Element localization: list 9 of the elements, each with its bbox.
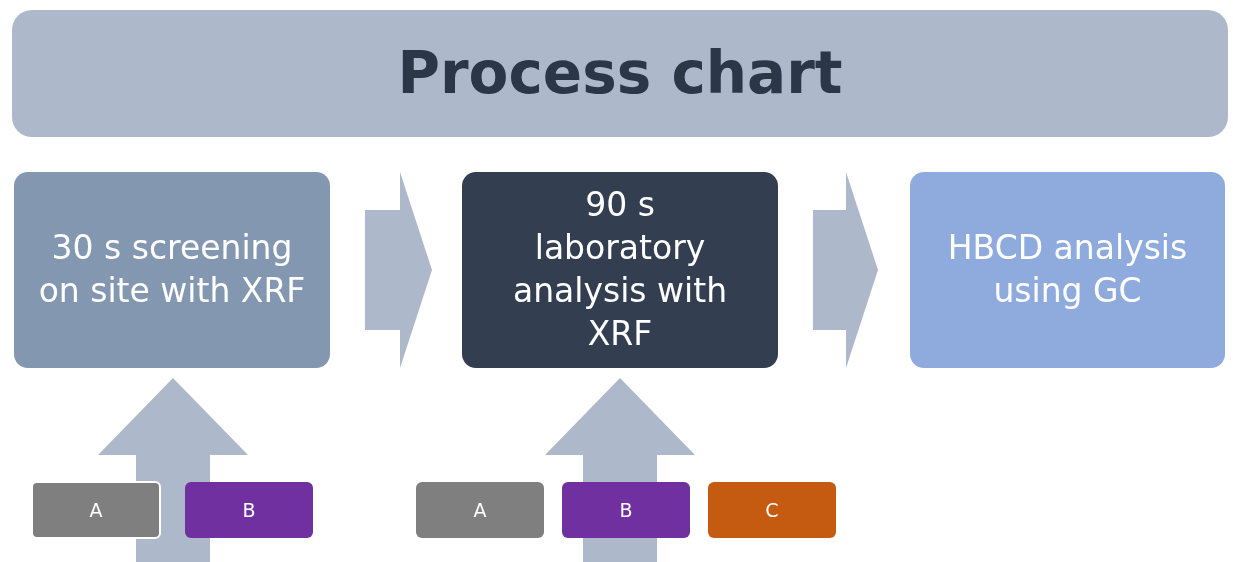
process-box: 30 s screening on site with XRF [14,172,330,368]
process-box: HBCD analysis using GC [910,172,1225,368]
category-tag: A [31,481,161,539]
category-tag: A [416,482,544,538]
category-tag: C [708,482,836,538]
process-box: 90 s laboratory analysis with XRF [462,172,778,368]
title-banner: Process chart [12,10,1228,137]
category-tag: B [562,482,690,538]
category-tag: B [185,482,313,538]
